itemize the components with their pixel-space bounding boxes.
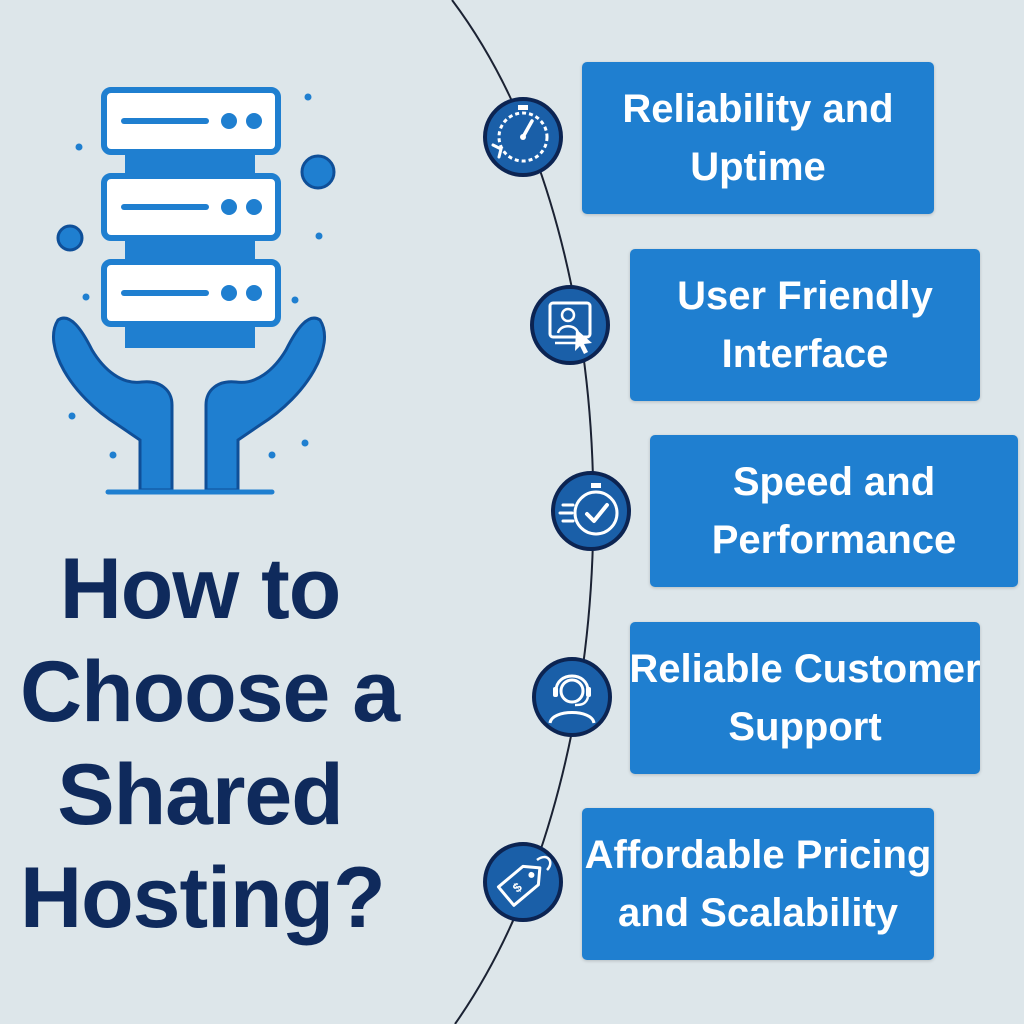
card-label-line: Uptime — [690, 145, 826, 189]
card-speed-performance: Speed and Performance — [650, 435, 1018, 587]
user-interface-cursor-icon — [530, 285, 610, 365]
card-label-line: User Friendly — [677, 274, 933, 318]
headset-support-agent-icon — [532, 657, 612, 737]
speed-stopwatch-check-icon — [551, 471, 631, 551]
title-line: Choose a — [20, 644, 400, 740]
title-line: Hosting? — [20, 850, 386, 946]
card-label-line: and Scalability — [617, 891, 899, 935]
card-label-line: Performance — [711, 518, 957, 562]
title-line: Shared — [57, 747, 344, 843]
title-line: How to — [59, 541, 342, 637]
card-label-line: Reliability and — [622, 87, 894, 131]
card-label-line: Support — [728, 705, 882, 749]
card-label-line: Interface — [721, 332, 889, 376]
card-label-line: Affordable Pricing — [584, 833, 932, 877]
card-pricing-scalability: Affordable Pricing and Scalability — [582, 808, 934, 960]
card-reliability-uptime: Reliability and Uptime — [582, 62, 934, 214]
card-label-line: Speed and — [732, 460, 936, 504]
card-user-friendly-interface: User Friendly Interface — [630, 249, 980, 401]
page-title: How to Choose a Shared Hosting? — [20, 538, 400, 950]
price-tag-icon: $ — [483, 842, 563, 922]
stopwatch-icon — [483, 97, 563, 177]
card-label-line: Reliable Customer — [629, 647, 981, 691]
server-stack-in-hands-icon — [52, 87, 336, 495]
card-customer-support: Reliable Customer Support — [629, 622, 981, 774]
